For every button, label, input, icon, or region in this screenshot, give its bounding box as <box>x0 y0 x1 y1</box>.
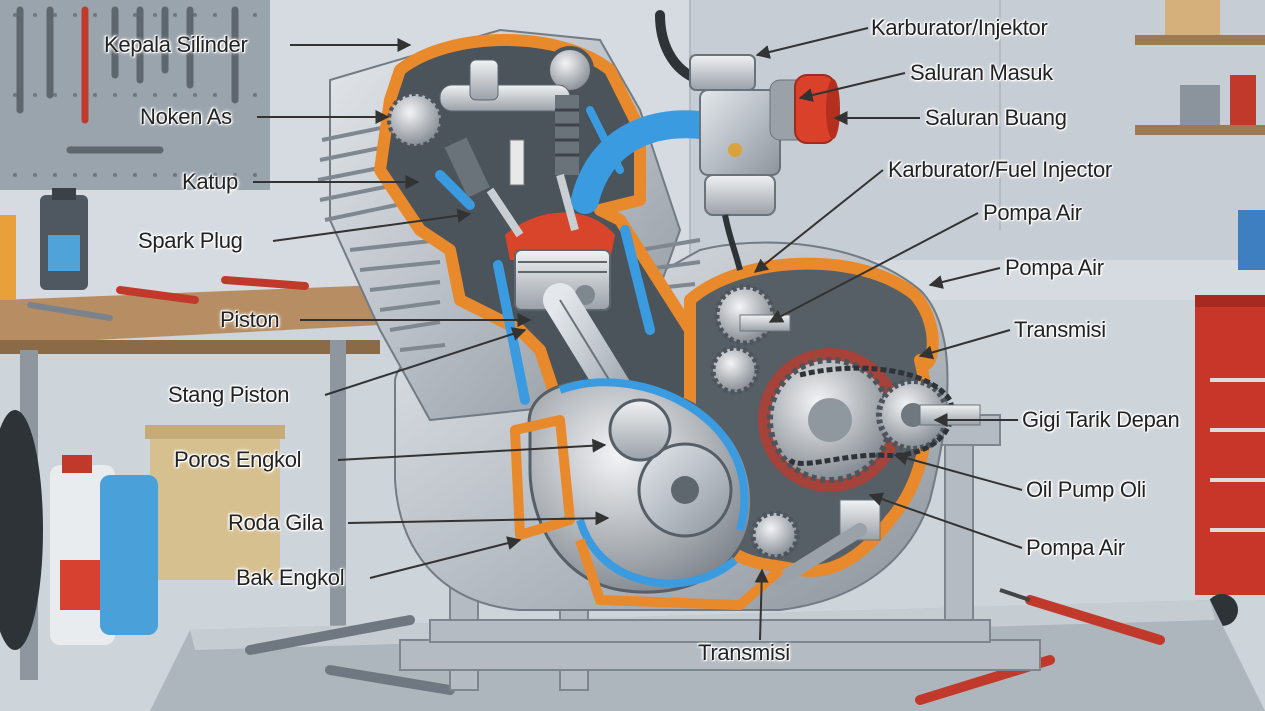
engine-stand <box>399 409 1041 691</box>
leader-pompa-air-3 <box>868 492 1023 549</box>
label-katup: Katup <box>182 169 238 194</box>
label-roda-gila: Roda Gila <box>228 510 324 535</box>
label-bak-engkol: Bak Engkol <box>236 565 345 590</box>
cylinder-block <box>317 28 714 447</box>
label-pompa-air-2: Pompa Air <box>1005 255 1104 280</box>
leader-spark-plug <box>272 208 472 242</box>
label-noken-as: Noken As <box>140 104 232 129</box>
leader-transmisi-1 <box>918 329 1011 360</box>
label-karburator-injektor: Karburator/Injektor <box>871 15 1048 40</box>
crankshaft-flywheel <box>510 378 784 610</box>
leader-poros-engkol <box>337 438 607 461</box>
label-oil-pump-oli: Oil Pump Oli <box>1026 477 1146 502</box>
leader-pompa-air-2 <box>928 267 1001 289</box>
leader-oil-pump <box>893 451 1023 491</box>
label-pompa-air-3: Pompa Air <box>1026 535 1125 560</box>
leader-karburator-injektor <box>755 27 869 59</box>
leader-pompa-air-1 <box>768 212 979 323</box>
label-saluran-masuk: Saluran Masuk <box>910 60 1053 85</box>
workbench-left <box>0 188 380 680</box>
leader-transmisi-2 <box>754 568 769 641</box>
label-spark-plug: Spark Plug <box>138 228 243 253</box>
leader-bak-engkol <box>369 536 522 579</box>
leader-karburator-fuel <box>753 169 884 273</box>
label-transmisi-1: Transmisi <box>1014 317 1106 342</box>
label-kepala-silinder: Kepala Silinder <box>104 32 248 57</box>
label-piston: Piston <box>220 307 280 332</box>
leader-stang-piston <box>324 327 527 396</box>
label-karburator-fuel-injector: Karburator/Fuel Injector <box>888 157 1112 182</box>
label-gigi-tarik-depan: Gigi Tarik Depan <box>1022 407 1180 432</box>
label-stang-piston: Stang Piston <box>168 382 290 407</box>
label-pompa-air-1: Pompa Air <box>983 200 1082 225</box>
shelves-right <box>1135 0 1265 626</box>
leader-lines <box>253 27 1023 641</box>
leader-roda-gila <box>347 511 610 526</box>
pegboard <box>0 0 270 190</box>
label-saluran-buang: Saluran Buang <box>925 105 1067 130</box>
leader-saluran-masuk <box>798 72 906 102</box>
label-transmisi-2: Transmisi <box>698 640 790 665</box>
label-poros-engkol: Poros Engkol <box>174 447 302 472</box>
